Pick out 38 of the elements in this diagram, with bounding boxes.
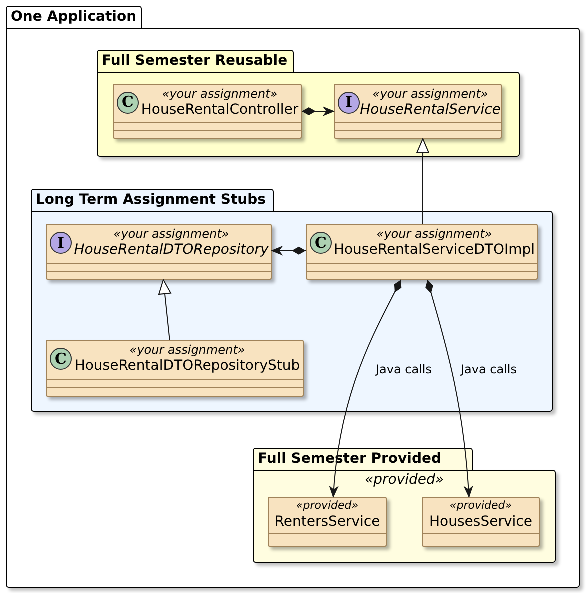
realization-arrow <box>416 138 430 224</box>
class-box <box>268 497 387 547</box>
class-icon: C <box>117 92 139 114</box>
class-name: HouseRentalServiceDTOImpl <box>334 241 536 259</box>
stereotype-label: «your assignment» <box>130 343 246 357</box>
class-box <box>113 84 302 139</box>
class-name: RentersService <box>274 513 380 531</box>
class-box <box>422 497 540 547</box>
composition-arrow <box>302 107 334 116</box>
class-name: HouseRentalController <box>141 100 299 119</box>
composition-arrow <box>330 280 402 498</box>
interface-icon: I <box>338 92 360 114</box>
package-tab: Long Term Assignment Stubs <box>31 189 274 212</box>
class-name: HouseRentalDTORepositoryStub <box>74 357 300 375</box>
class-icon: C <box>310 232 332 254</box>
composition-arrow <box>426 280 473 498</box>
package-tab: One Application <box>6 6 142 29</box>
edge-label: Java calls <box>376 362 432 378</box>
interface-box <box>334 84 502 139</box>
interface-box <box>46 224 272 280</box>
interface-name: HouseRentalDTORepository <box>74 241 269 259</box>
class-box <box>46 340 304 397</box>
class-icon: C <box>50 348 72 370</box>
stereotype-label: «your assignment» <box>114 227 230 241</box>
package-tab: Full Semester Reusable <box>97 50 294 73</box>
realization-arrow <box>158 280 172 340</box>
stereotype-label: «provided» <box>364 471 444 489</box>
class-name: HousesService <box>430 513 532 531</box>
stereotype-label: «provided» <box>296 499 359 513</box>
stereotype-label: «your assignment» <box>162 86 278 101</box>
composition-arrow <box>272 246 306 256</box>
interface-name: HouseRentalService <box>360 100 501 119</box>
stereotype-label: «your assignment» <box>372 86 488 101</box>
edge-label: Java calls <box>460 362 518 378</box>
interface-icon: I <box>50 232 72 254</box>
class-box <box>306 224 538 280</box>
stereotype-label: «provided» <box>450 499 512 513</box>
stereotype-label: «your assignment» <box>376 227 492 241</box>
